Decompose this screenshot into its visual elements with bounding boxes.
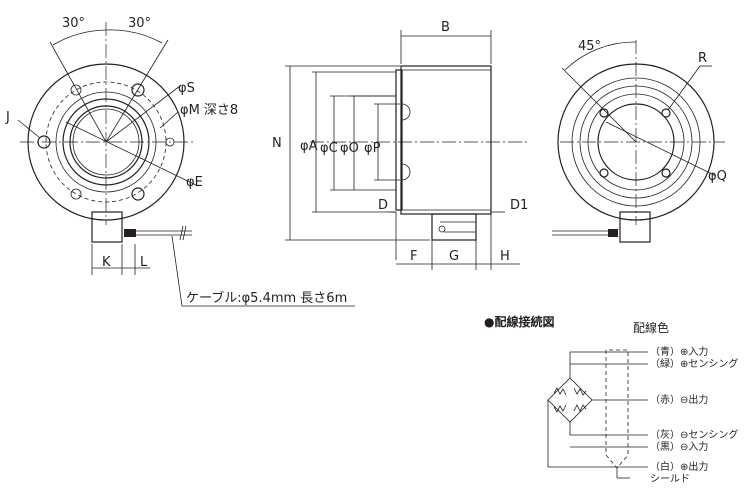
wire-label: （緑）⊕センシング: [650, 357, 738, 370]
mount-hole: [70, 188, 82, 200]
label-S: φS: [178, 81, 195, 96]
wire-label: （灰）⊖センシング: [650, 428, 738, 441]
label-R: R: [698, 51, 707, 66]
label-L: L: [140, 255, 148, 270]
label-G: G: [449, 249, 459, 264]
wire-label: （赤）⊖出力: [650, 393, 708, 406]
wire-label: （青）⊕入力: [650, 345, 708, 358]
body: [400, 65, 492, 215]
label-K: K: [102, 255, 111, 270]
wire-label: シールド: [650, 474, 690, 485]
label-O: φO: [340, 141, 359, 156]
hole-J: [37, 135, 51, 149]
wire-label: （白）⊕出力: [650, 460, 708, 473]
label-P: φP: [364, 141, 381, 156]
label-Q: φQ: [708, 169, 727, 184]
mount-hole: [131, 83, 145, 97]
label-C: φC: [320, 141, 338, 156]
angle-left: 30°: [62, 16, 85, 31]
wire-color-header: 配線色: [633, 320, 669, 335]
label-D: D: [378, 198, 388, 213]
front-view: 30° 30° φS φM 深さ8 J φE K L ケーブル:φ5.4mm 長…: [5, 16, 355, 307]
wheatstone-bridge: [547, 377, 593, 423]
wire-label: （黒）⊖入力: [650, 440, 708, 453]
label-B: B: [441, 20, 450, 35]
label-F: F: [410, 249, 417, 264]
label-H: H: [500, 249, 510, 264]
label-E: φE: [186, 175, 203, 190]
wiring-diagram: ●配線接続図 配線色 （青）⊕入力 （緑）⊕センシング （赤）⊖出力 （灰）⊖セ…: [484, 314, 738, 485]
label-D1: D1: [510, 198, 528, 213]
label-N: N: [272, 136, 282, 151]
label-M: φM 深さ8: [180, 103, 238, 118]
label-J: J: [5, 110, 10, 125]
cable-gland: [124, 229, 136, 237]
angle-45: 45°: [578, 39, 601, 54]
cable-note: ケーブル:φ5.4mm 長さ6m: [186, 290, 347, 306]
back-view: 45° R φQ: [552, 39, 727, 243]
cable-housing: [91, 211, 123, 243]
mount-hole: [70, 84, 82, 96]
angle-right: 30°: [128, 16, 151, 31]
mount-hole: [131, 187, 145, 201]
label-A: φA: [300, 139, 318, 154]
wiring-title: ●配線接続図: [484, 314, 554, 329]
side-view: B N φA φC φO φP D D1: [272, 20, 530, 270]
